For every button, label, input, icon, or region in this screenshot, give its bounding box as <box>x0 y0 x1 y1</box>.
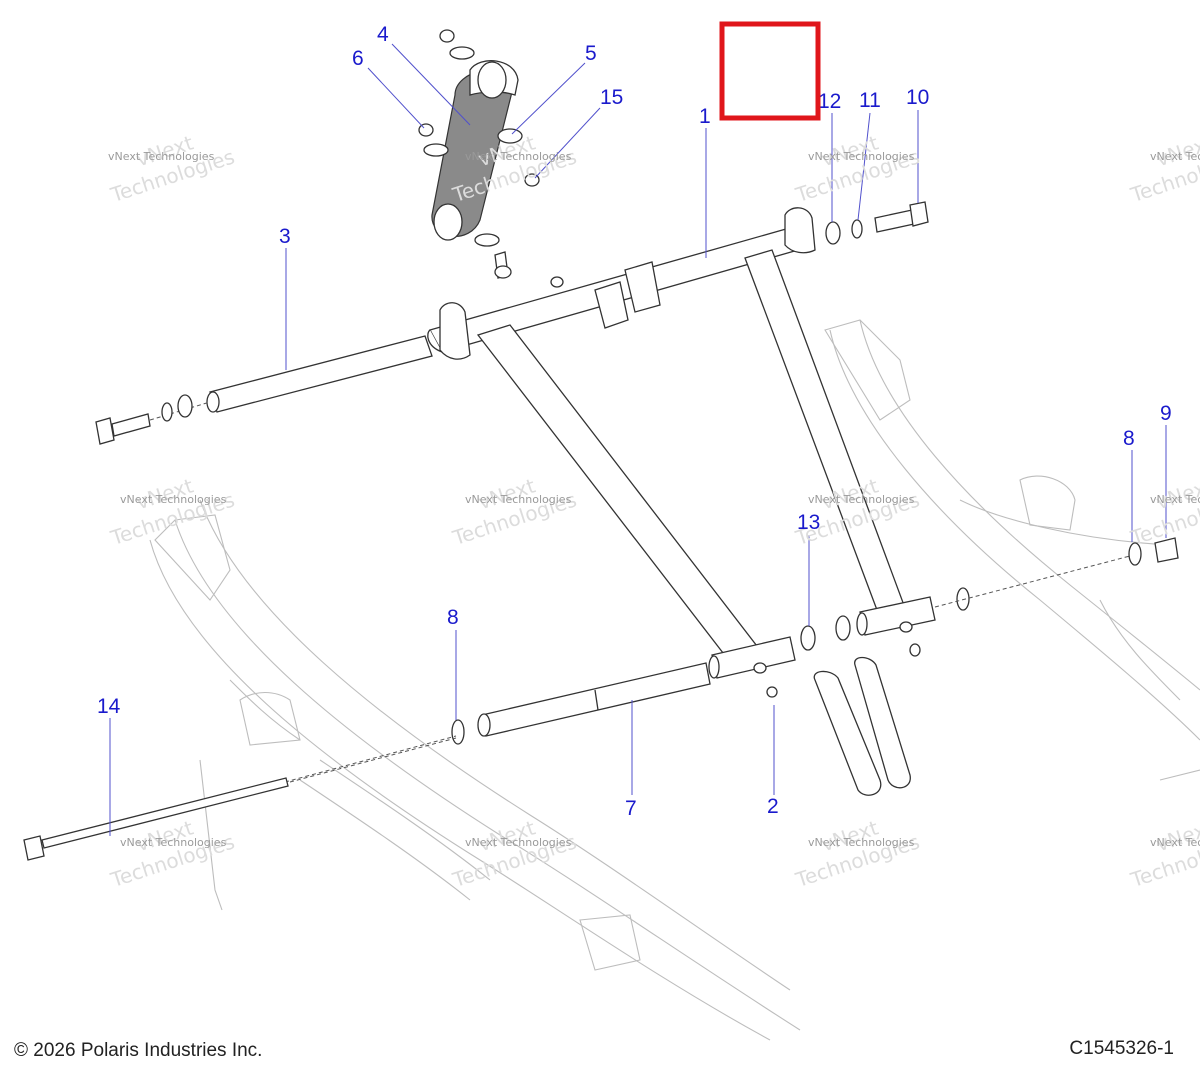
callout-9: 9 <box>1160 402 1172 425</box>
svg-text:vNext Technologies: vNext Technologies <box>108 150 215 163</box>
lower-shaft-7 <box>477 662 711 737</box>
left-upper-hardware <box>95 394 193 445</box>
callout-1: 1 <box>699 105 711 128</box>
callout-8-lower: 8 <box>447 606 459 629</box>
svg-text:vNext Technologies: vNext Technologies <box>1150 836 1200 849</box>
link-4 <box>418 29 564 288</box>
callout-3: 3 <box>279 225 291 248</box>
callout-15: 15 <box>600 86 623 109</box>
callout-5: 5 <box>585 42 597 65</box>
svg-text:vNext Technologies: vNext Technologies <box>1150 493 1200 506</box>
svg-text:vNext Technologies: vNext Technologies <box>120 836 227 849</box>
callout-13: 13 <box>797 511 820 534</box>
callout-4: 4 <box>377 23 389 46</box>
svg-text:vNext Technologies: vNext Technologies <box>465 493 572 506</box>
svg-text:vNext Technologies: vNext Technologies <box>465 150 572 163</box>
highlight-box <box>719 21 821 121</box>
callout-12: 12 <box>818 90 841 113</box>
diagram-code: C1545326-1 <box>1069 1038 1174 1059</box>
copyright-text: © 2026 Polaris Industries Inc. <box>14 1040 263 1061</box>
lower-tube-left <box>708 636 796 679</box>
long-bolt-14 <box>23 737 457 861</box>
callout-labels: 1 2 3 4 5 6 7 8 8 9 10 11 12 13 14 15 <box>97 23 1172 820</box>
callout-2: 2 <box>767 795 779 818</box>
callout-10: 10 <box>906 86 929 109</box>
callout-8-right: 8 <box>1123 427 1135 450</box>
svg-text:vNext Technologies: vNext Technologies <box>465 836 572 849</box>
svg-text:vNext Technologies: vNext Technologies <box>808 836 915 849</box>
callout-6: 6 <box>352 47 364 70</box>
callout-7: 7 <box>625 797 637 820</box>
right-upper-hardware <box>825 201 929 245</box>
callout-11: 11 <box>859 89 881 112</box>
lower-tube-right <box>856 596 936 636</box>
linkage-plates <box>813 656 911 796</box>
left-rail <box>149 499 801 1041</box>
upper-cross-shaft <box>427 207 906 663</box>
tube-3 <box>149 335 433 421</box>
right-rail <box>824 319 1200 781</box>
leader-lines <box>109 43 1167 836</box>
svg-text:vNext Technologies: vNext Technologies <box>120 493 227 506</box>
svg-text:vNext Technologies: vNext Technologies <box>1150 150 1200 163</box>
callout-14: 14 <box>97 695 121 718</box>
svg-text:vNext Technologies: vNext Technologies <box>808 493 915 506</box>
svg-text:vNext Technologies: vNext Technologies <box>808 150 915 163</box>
